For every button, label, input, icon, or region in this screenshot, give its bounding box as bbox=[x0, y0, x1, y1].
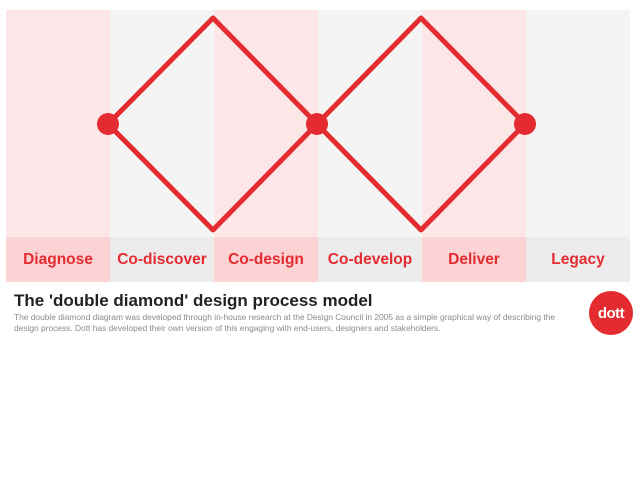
stage-column-deliver bbox=[422, 10, 526, 282]
stage-label-band-diagnose: Diagnose bbox=[6, 237, 110, 282]
dott-logo: dott bbox=[589, 291, 633, 335]
stage-label: Deliver bbox=[448, 250, 500, 268]
stage-label-band-co-design: Co-design bbox=[214, 237, 318, 282]
stage-label: Co-discover bbox=[117, 250, 207, 268]
logo-text: dott bbox=[597, 304, 625, 322]
stage-label-band-co-develop: Co-develop bbox=[318, 237, 422, 282]
end-node bbox=[514, 113, 536, 135]
double-diamond-diagram: Diagnose Co-discover Co-design Co-develo… bbox=[6, 10, 630, 282]
start-node bbox=[97, 113, 119, 135]
stage-label: Diagnose bbox=[23, 250, 93, 268]
stage-label-band-co-discover: Co-discover bbox=[110, 237, 214, 282]
stage-label-band-legacy: Legacy bbox=[526, 237, 630, 282]
middle-node bbox=[306, 113, 328, 135]
second-diamond bbox=[314, 15, 528, 233]
stage-column-diagnose bbox=[6, 10, 110, 282]
diamond-lines bbox=[97, 15, 536, 233]
stage-label-band-deliver: Deliver bbox=[422, 237, 526, 282]
stage-column-legacy bbox=[526, 10, 630, 282]
stage-label: Co-design bbox=[228, 250, 304, 268]
stage-label: Legacy bbox=[551, 250, 605, 268]
description-text: The double diamond diagram was developed… bbox=[14, 312, 555, 333]
first-diamond bbox=[105, 15, 320, 233]
page-title: The 'double diamond' design process mode… bbox=[14, 291, 373, 310]
stage-label: Co-develop bbox=[327, 250, 413, 268]
stage-column-co-design bbox=[214, 10, 318, 282]
